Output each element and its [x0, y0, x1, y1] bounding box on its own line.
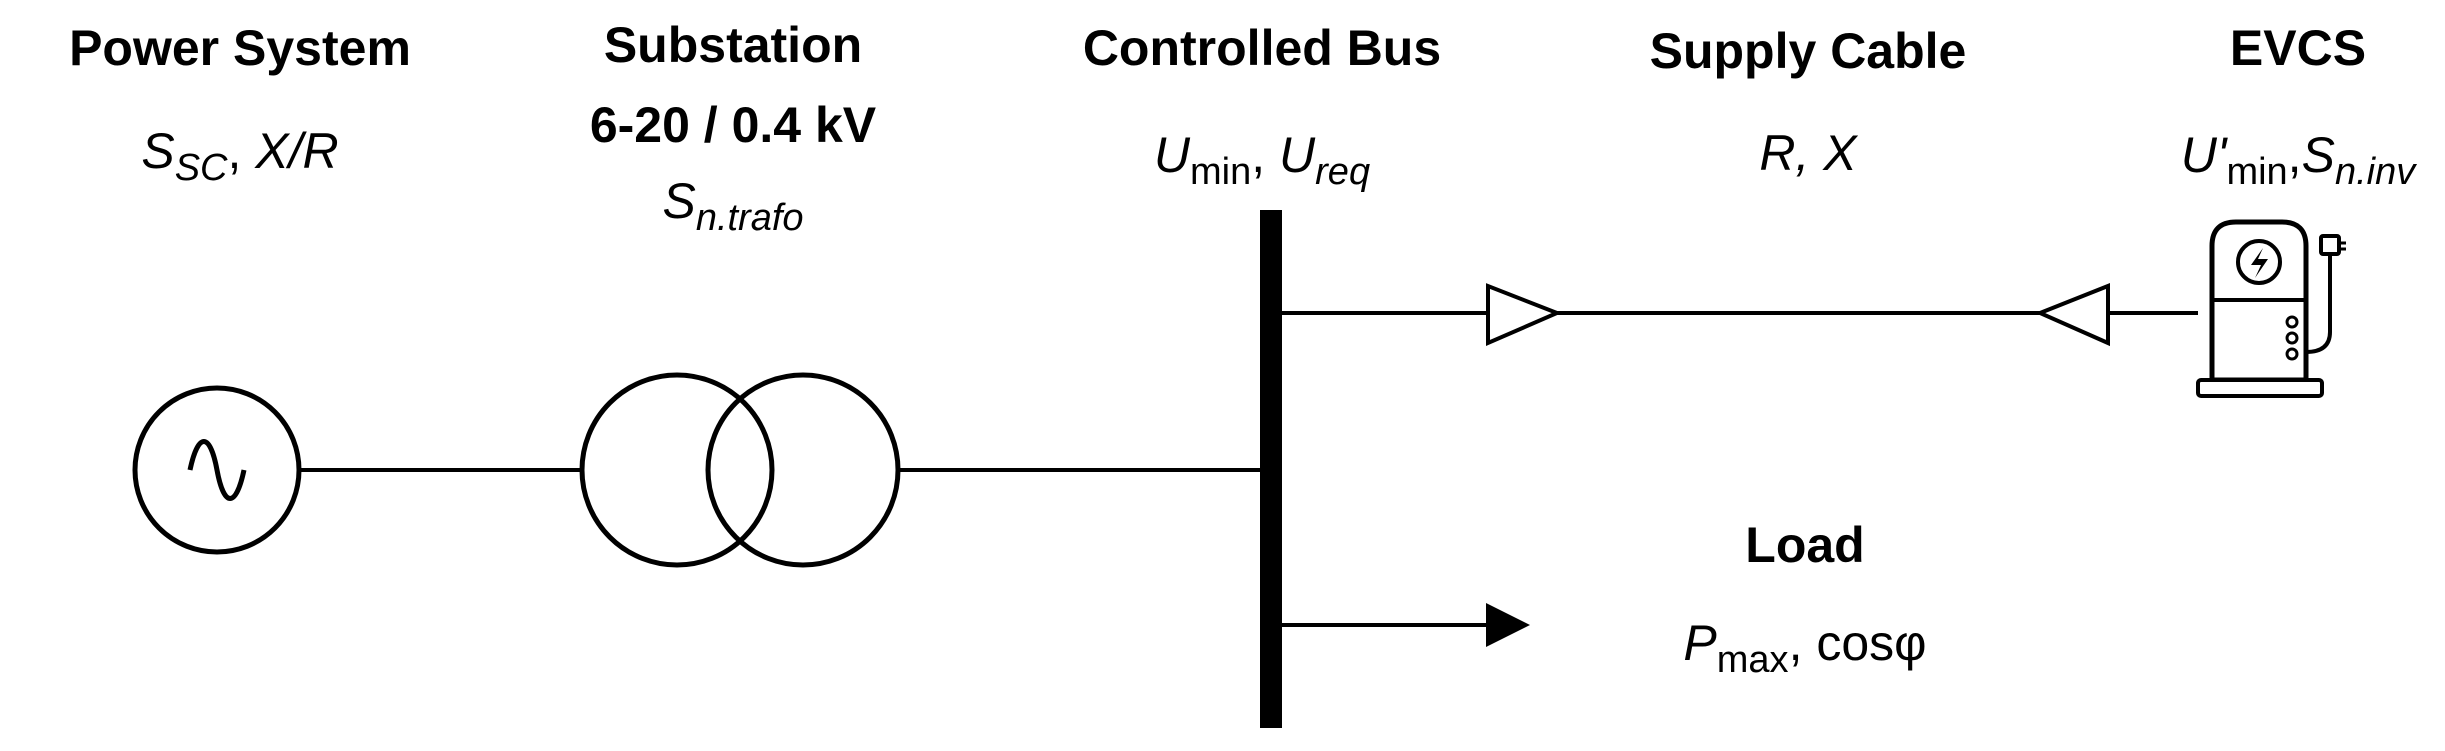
power-system-params: SSC, X/R [141, 123, 338, 189]
evcs-title: EVCS [2230, 20, 2366, 76]
generator-symbol [132, 385, 302, 555]
ev-charger-icon [2196, 219, 2346, 398]
sine-wave-icon [187, 439, 247, 501]
load-params: Pmax, cosφ [1683, 615, 1926, 681]
load-arrow-icon [1486, 603, 1530, 647]
evcs-params: U'min,Sn.inv [2181, 127, 2417, 193]
controlled-bus-title: Controlled Bus [1083, 20, 1441, 76]
power-system-title: Power System [69, 20, 411, 76]
cable-connector-left-icon [1486, 283, 1563, 347]
load-title: Load [1745, 517, 1864, 573]
substation-title: Substation [604, 17, 862, 73]
transformer-primary-winding [579, 372, 775, 568]
supply-cable-title: Supply Cable [1650, 23, 1967, 79]
substation-rating: Sn.trafo [662, 173, 803, 239]
transformer-symbol [579, 372, 901, 568]
cable-connector-right-icon [2034, 283, 2110, 347]
supply-cable-params: R, X [1759, 125, 1858, 181]
transformer-secondary-winding [705, 372, 901, 568]
substation-voltage: 6-20 / 0.4 kV [590, 97, 877, 153]
controlled-busbar [1260, 210, 1282, 728]
controlled-bus-params: Umin, Ureq [1154, 127, 1370, 193]
